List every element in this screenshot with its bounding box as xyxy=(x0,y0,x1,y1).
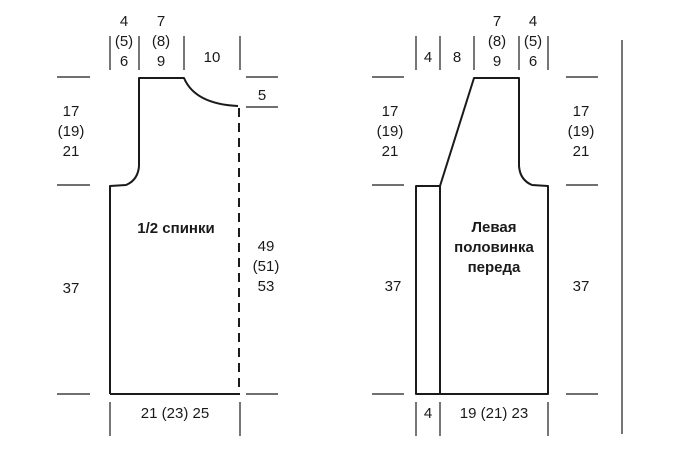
front-armhole-height-right-2: (19) xyxy=(568,123,595,140)
back-top-shoulder-3: 9 xyxy=(157,53,165,70)
front-piece-label-2: половинка xyxy=(454,239,534,256)
back-total-height-3: 53 xyxy=(258,278,275,295)
front-armhole-height-left-1: 17 xyxy=(382,103,399,120)
back-top-shoulder-side-3: 6 xyxy=(120,53,128,70)
back-armhole-height-3: 21 xyxy=(63,143,80,160)
back-side-height: 37 xyxy=(63,280,80,297)
front-top-shoulder-3: 9 xyxy=(493,53,501,70)
front-bottom-width: 19 (21) 23 xyxy=(460,405,528,422)
back-armhole-height-1: 17 xyxy=(63,103,80,120)
front-top-shoulder-side-1: 4 xyxy=(529,13,537,30)
front-top-shoulder-2: (8) xyxy=(488,33,506,50)
back-top-shoulder-side-1: 4 xyxy=(120,13,128,30)
front-outline xyxy=(415,77,549,395)
front-piece-label-1: Левая xyxy=(472,219,517,236)
back-top-shoulder-1: 7 xyxy=(157,13,165,30)
front-piece: 4 8 7 (8) 9 4 (5) 6 17 (19) 21 37 17 (19… xyxy=(372,13,623,436)
back-piece-label: 1/2 спинки xyxy=(137,220,214,237)
front-side-height-left: 37 xyxy=(385,278,402,295)
front-top-band: 4 xyxy=(424,49,432,66)
front-top-neck: 8 xyxy=(453,49,461,66)
front-dimension-lines xyxy=(372,36,623,436)
front-piece-label-3: переда xyxy=(468,259,521,276)
front-armhole-height-right-3: 21 xyxy=(573,143,590,160)
front-armhole-height-right-1: 17 xyxy=(573,103,590,120)
front-bottom-band: 4 xyxy=(424,405,432,422)
back-armhole-height-2: (19) xyxy=(58,123,85,140)
back-dimension-lines xyxy=(57,36,278,436)
back-top-shoulder-side-2: (5) xyxy=(115,33,133,50)
back-total-height-1: 49 xyxy=(258,238,275,255)
back-bottom-width: 21 (23) 25 xyxy=(141,405,209,422)
front-armhole-height-left-3: 21 xyxy=(382,143,399,160)
front-top-shoulder-side-2: (5) xyxy=(524,33,542,50)
front-armhole-height-left-2: (19) xyxy=(377,123,404,140)
back-total-height-2: (51) xyxy=(253,258,280,275)
front-top-shoulder-side-3: 6 xyxy=(529,53,537,70)
back-top-shoulder-2: (8) xyxy=(152,33,170,50)
back-outline xyxy=(109,77,239,394)
front-top-shoulder-1: 7 xyxy=(493,13,501,30)
back-top-neck: 10 xyxy=(204,49,221,66)
front-side-height-right: 37 xyxy=(573,278,590,295)
back-neck-depth: 5 xyxy=(258,87,266,104)
back-piece: 4 (5) 6 7 (8) 9 10 5 17 (19) 21 37 49 (5… xyxy=(57,13,279,436)
